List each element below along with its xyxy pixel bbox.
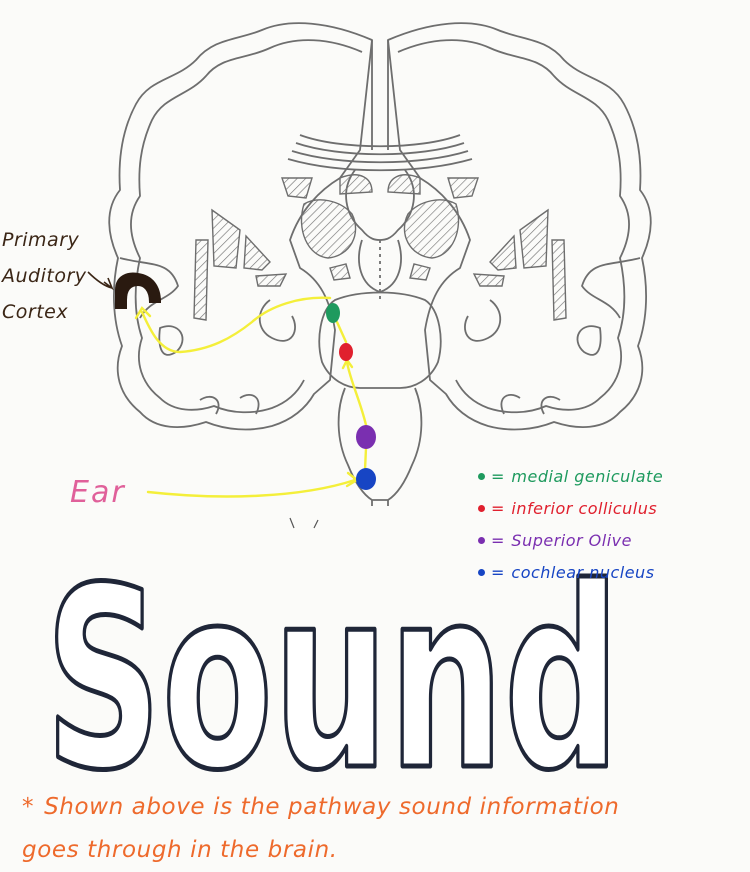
auditory-pathway (134, 296, 368, 498)
legend-label: medial geniculate (511, 466, 664, 486)
olive-to-colliculus-path (345, 360, 368, 427)
caption-star: * (22, 794, 35, 820)
deep-nuclei (193, 174, 567, 321)
legend-item-inferior-colliculus: = inferior colliculus (478, 492, 748, 524)
caption-text-line1: Shown above is the pathway sound informa… (44, 794, 620, 820)
cortex-label-line2: Auditory (2, 265, 87, 287)
brainstem (337, 387, 423, 501)
cochlear-nucleus-dot (356, 468, 376, 490)
auditory-cortex-mark (115, 272, 162, 309)
caption: * Shown above is the pathway sound inform… (22, 786, 742, 872)
legend-dot-purple (478, 536, 485, 544)
cochlear-to-olive-path (363, 446, 368, 472)
legend-label: inferior colliculus (511, 498, 658, 518)
inferior-colliculus-dot (339, 343, 353, 361)
medial-geniculate-dot (326, 303, 340, 323)
colliculus-to-geniculate-path (335, 320, 348, 344)
midbrain (318, 291, 442, 389)
ear-to-cochlear-path (146, 478, 357, 498)
legend-equals: = (491, 562, 505, 582)
legend-item-superior-olive: = Superior Olive (478, 524, 748, 556)
ear-arrowhead (345, 471, 360, 488)
title-sound: Sound (45, 534, 620, 825)
caption-line1: * Shown above is the pathway sound inform… (22, 786, 742, 829)
cortex-label-line3: Cortex (2, 301, 69, 323)
legend-label: Superior Olive (511, 530, 632, 550)
ear-label: Ear (70, 475, 126, 510)
legend-item-cochlear-nucleus: = cochlear nucleus (478, 556, 748, 588)
caption-text-line2: goes through in the brain. (22, 837, 338, 863)
legend-dot-blue (478, 568, 485, 576)
right-hemisphere (387, 22, 652, 431)
legend-equals: = (491, 466, 505, 486)
superior-olive-dot (356, 425, 376, 449)
legend-label: cochlear nucleus (511, 562, 655, 582)
legend-equals: = (491, 530, 505, 550)
legend-equals: = (491, 498, 505, 518)
primary-auditory-cortex-label: Primary Auditory Cortex (2, 222, 112, 330)
legend-dot-green (478, 472, 485, 480)
legend: = medial geniculate = inferior colliculu… (478, 460, 748, 588)
small-marks (289, 517, 319, 529)
legend-dot-red (478, 504, 485, 512)
cortex-label-line1: Primary (2, 229, 80, 251)
legend-item-medial-geniculate: = medial geniculate (478, 460, 748, 492)
cortex-label-arrow (87, 271, 114, 291)
brain-outline (108, 22, 652, 506)
geniculate-to-cortex-path (140, 296, 332, 354)
